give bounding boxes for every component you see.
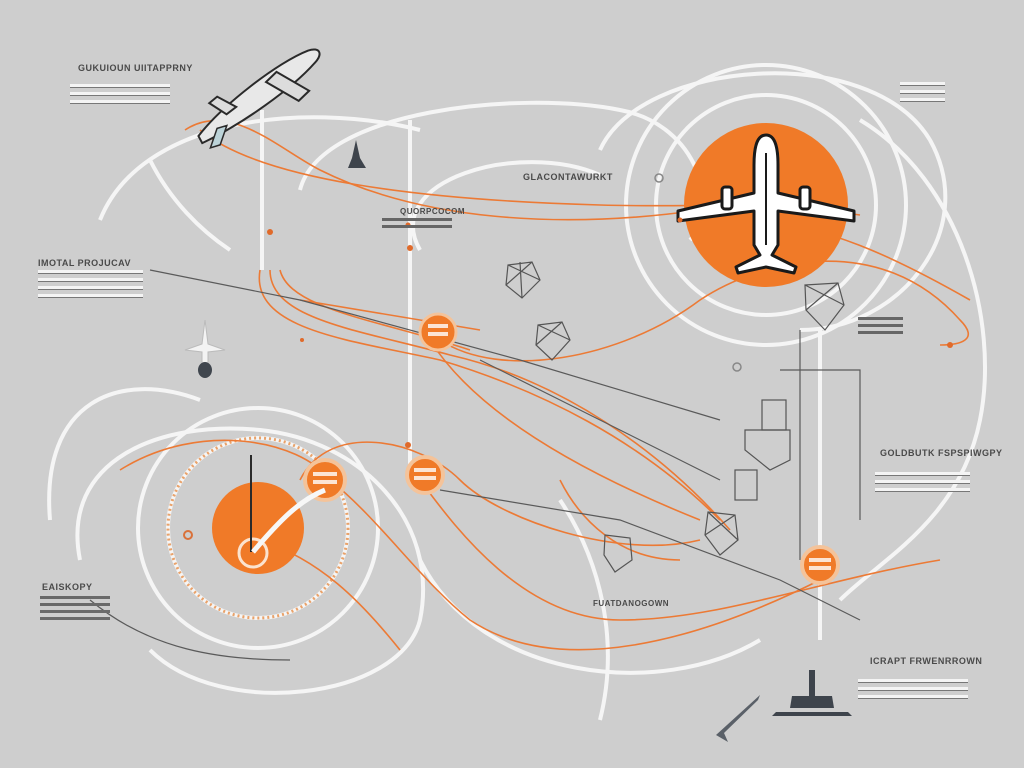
text-lines-left-mid bbox=[38, 270, 143, 302]
label-bottom-left: EAISKOPY bbox=[42, 582, 93, 592]
text-lines-top-left bbox=[70, 84, 170, 108]
label-left-mid: IMOTAL PROJUCAV bbox=[38, 258, 132, 268]
label-bottom-right: ICRAPT FRWENRROWN bbox=[870, 656, 983, 666]
text-lines-right-mid bbox=[875, 472, 970, 496]
target-dashed-ring bbox=[166, 436, 350, 620]
text-lines-bottom-left bbox=[40, 596, 110, 624]
label-top-left: GUKUIOUN UIITAPPRNY bbox=[78, 63, 193, 73]
radar-target-icon bbox=[183, 455, 326, 574]
label-right-mid: GOLDBUTK FSPSPIWGPY bbox=[880, 448, 1003, 458]
text-lines-bottom-right bbox=[858, 679, 968, 703]
airplane-badge-icon bbox=[676, 123, 856, 287]
airplane-flying-icon bbox=[197, 48, 321, 149]
label-upper-center: QUORPCOCOM bbox=[400, 207, 465, 216]
control-tower-icon bbox=[348, 140, 366, 168]
wireframe-tower-icons bbox=[505, 261, 845, 573]
dark-connector-lines bbox=[89, 269, 861, 661]
jet-silhouette-icon bbox=[716, 695, 760, 742]
text-lines-upper-center bbox=[382, 218, 452, 232]
location-pin-icon bbox=[303, 312, 840, 585]
route-node-dots bbox=[267, 217, 953, 448]
airplane-tail-icon bbox=[772, 670, 852, 716]
text-lines-right-upper bbox=[858, 317, 903, 338]
airplane-small-topdown-icon bbox=[184, 319, 226, 378]
small-node-markers bbox=[654, 173, 742, 372]
text-lines-top-right bbox=[900, 82, 945, 106]
label-bottom-center: FUATDANOGOWN bbox=[593, 599, 670, 608]
orbit-rings bbox=[47, 63, 987, 721]
label-top-center: GLACONTAWURKT bbox=[523, 172, 613, 182]
